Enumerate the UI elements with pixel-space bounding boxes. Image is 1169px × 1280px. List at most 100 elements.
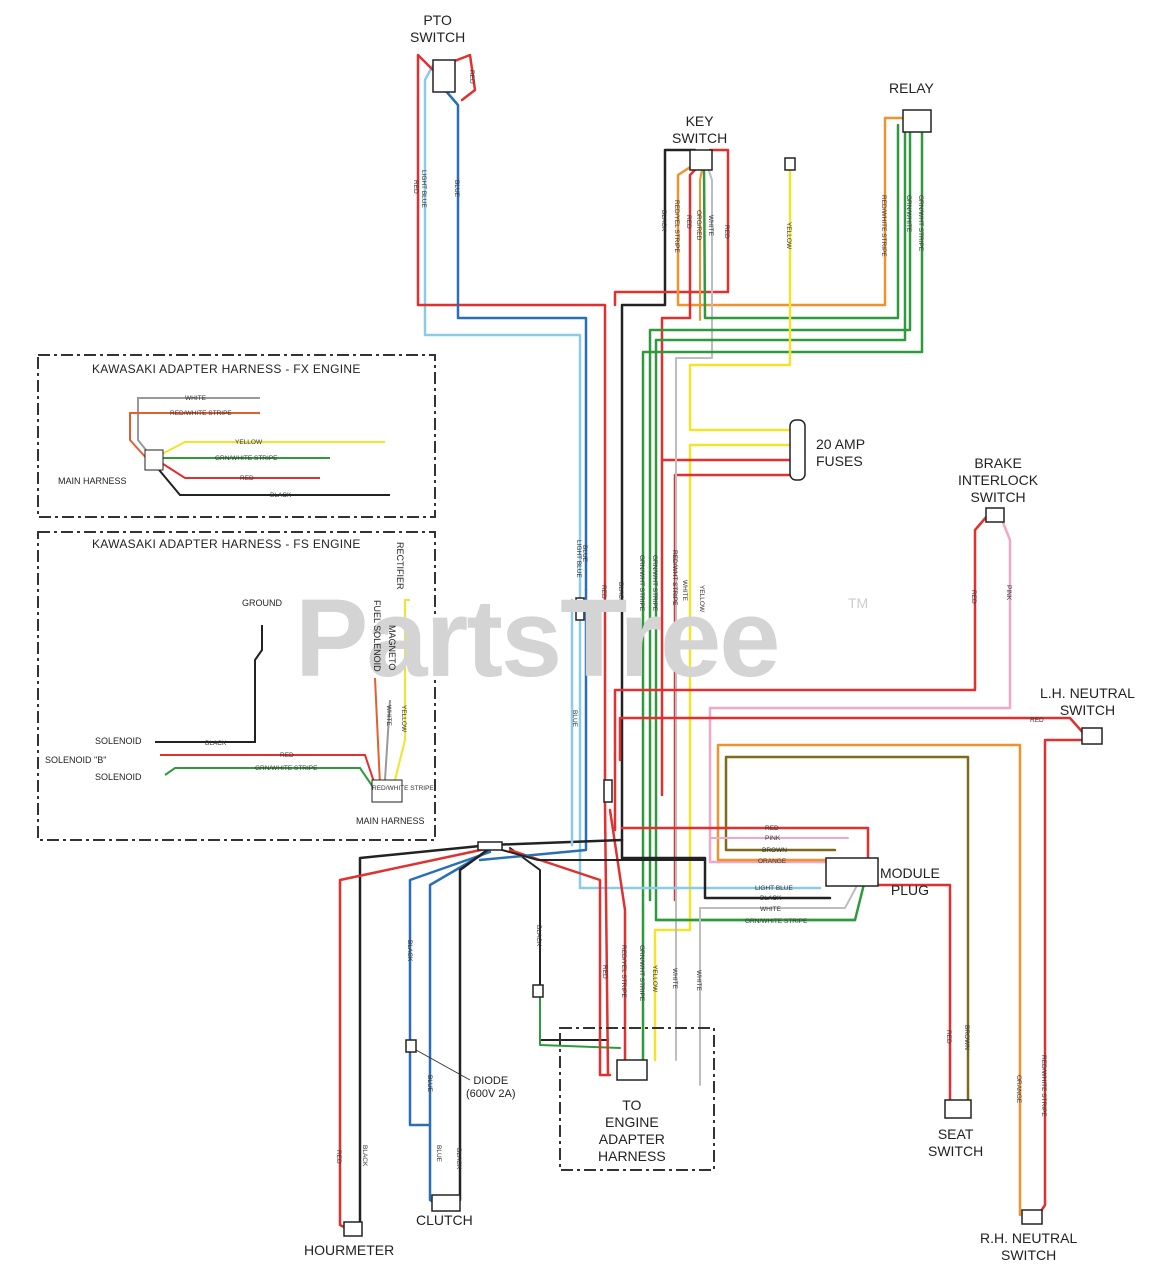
clutch-connector — [431, 1194, 461, 1212]
wl-trunk-grn1: GRN/WHT STRIPE — [638, 555, 645, 612]
wl-module-pink: PINK — [765, 835, 781, 842]
splice-connector — [477, 841, 503, 851]
bottom-blue-2 — [408, 850, 492, 1127]
wl-bottom-redyel: RED/YEL STRIPE — [620, 945, 627, 999]
wl-module-green: GRN/WHITE STRIPE — [745, 918, 808, 925]
key-red-top — [613, 148, 730, 307]
yellow-top-connector — [784, 157, 796, 171]
fs-box-border — [37, 531, 436, 841]
key-connector — [689, 149, 713, 171]
bottom-red-1 — [338, 846, 492, 1232]
wl-module-red: RED — [765, 825, 779, 832]
key-orgred — [699, 164, 704, 321]
wl-bottom-black3: BLACK — [455, 1148, 462, 1170]
wl-brake-red: RED — [970, 590, 977, 604]
module-connector — [825, 857, 879, 887]
fs-redwhite — [374, 677, 381, 786]
bottom-red-2 — [508, 848, 612, 1077]
bottom-green-1 — [539, 989, 621, 1049]
pto-connector — [432, 59, 456, 93]
pto-red-wire — [416, 53, 607, 772]
fx-white — [137, 397, 260, 456]
fs-green — [164, 767, 376, 791]
wl-brake-pink: PINK — [1005, 585, 1012, 601]
wl-module-brown: BROWN — [762, 847, 787, 854]
fs-black-ground — [155, 625, 263, 743]
wl-module-black: BLACK — [760, 895, 782, 902]
pto-blue-wire — [443, 88, 588, 592]
fs-main-harness: MAIN HARNESS — [356, 816, 425, 826]
module-red — [620, 826, 870, 862]
fs-white — [384, 699, 391, 781]
wl-trunk-red: RED — [600, 585, 607, 599]
fs-ground: GROUND — [242, 598, 282, 608]
wl-relay-redwhite: RED/WHITE STRIPE — [880, 195, 887, 257]
bottom-black-4 — [494, 847, 706, 861]
wl-seat-red: RED — [945, 1030, 952, 1044]
key-redyel — [676, 116, 907, 307]
wl-bottom-white2: WHITE — [695, 970, 702, 992]
watermark-tm: TM — [848, 595, 869, 611]
fs-rectifier: RECTIFIER — [395, 542, 405, 590]
wl-bottom-blue2: BLUE — [435, 1145, 442, 1163]
rh-connector — [1021, 1209, 1043, 1225]
wl-fx-redwhite: RED/WHITE STRIPE — [170, 410, 232, 417]
wl-key-red2: RED — [723, 225, 730, 239]
key-green — [702, 123, 900, 320]
lh-red-2 — [1033, 738, 1087, 1222]
relay-green-3 — [654, 126, 907, 922]
fx-main-connector — [144, 449, 164, 471]
fx-black — [154, 464, 390, 496]
wl-bottom-red: RED — [601, 965, 608, 979]
wl-trunk-black: BLACK — [617, 582, 624, 604]
fx-yellow — [159, 441, 385, 456]
trunk-connector-2 — [603, 779, 613, 803]
hourmeter-connector — [343, 1221, 363, 1237]
trunk-connector-1 — [575, 597, 585, 621]
relay-label: RELAY — [889, 80, 934, 96]
fs-box-title: KAWASAKI ADAPTER HARNESS - FS ENGINE — [92, 537, 361, 551]
orange-wire — [716, 743, 1022, 1217]
wl-fs-green: GRN/WHITE STRIPE — [255, 765, 318, 772]
wl-bottom-red2: RED — [335, 1150, 342, 1164]
bottom-black-main — [488, 838, 624, 847]
wl-pto-red: RED — [412, 180, 419, 194]
fs-fuel-solenoid: FUEL SOLENOID — [372, 600, 382, 672]
relay-connector — [902, 109, 932, 133]
wl-lh-red: RED — [1030, 717, 1044, 724]
watermark: PartsTree — [295, 577, 780, 700]
wl-rh-redwhite: RED/WHITE STRIPE — [1040, 1055, 1047, 1117]
engine-adapter-box — [559, 1027, 715, 1171]
wl-trunk-white: WHITE — [681, 580, 688, 602]
wl-yellow-top: YELLOW — [785, 222, 792, 250]
bottom-blue-3 — [478, 588, 588, 862]
bottom-black-1 — [350, 843, 492, 1237]
diode-label: DIODE(600V 2A) — [466, 1075, 516, 1100]
wl-key-red: RED — [685, 215, 692, 229]
wl-fs-red: RED — [280, 752, 294, 759]
relay-green-2 — [641, 123, 924, 897]
wl-fs-black: BLACK — [205, 740, 227, 747]
wl-fs-white: WHITE — [385, 705, 392, 727]
wl-trunk-grn2: GRN/WHT STRIPE — [651, 555, 658, 612]
module-lightblue — [578, 588, 822, 890]
fs-solenoid-b: SOLENOID "B" — [45, 755, 107, 765]
module-green — [654, 878, 867, 922]
wl-bottom-black1: BLACK — [406, 940, 413, 962]
bottom-red-3 — [603, 768, 610, 1077]
brown-wire — [724, 755, 970, 1102]
fx-redwhite — [129, 412, 260, 461]
fs-main-connector — [371, 779, 403, 803]
wl-trunk-redwht: RED/WHT STRIPE — [671, 550, 678, 606]
yellow-top-wire — [688, 168, 792, 432]
key-red-2 — [660, 163, 702, 797]
fuse-connector — [789, 419, 806, 481]
wl-bottom-yellow: YELLOW — [651, 965, 658, 993]
